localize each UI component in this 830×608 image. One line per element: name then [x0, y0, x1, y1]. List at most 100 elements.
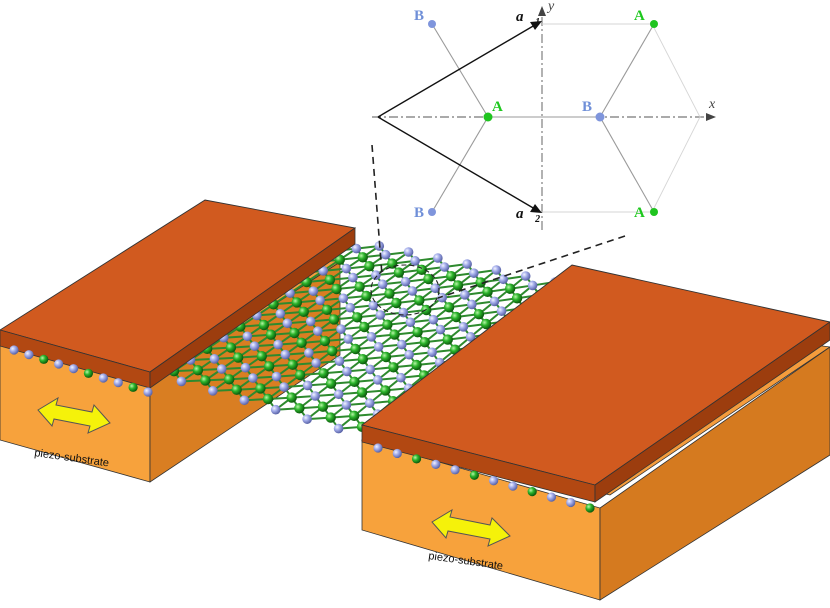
atom-b [439, 262, 450, 272]
atom-b [566, 497, 576, 508]
atom-b [315, 295, 325, 306]
label-b-center: B [582, 99, 592, 115]
atom-b [460, 290, 470, 300]
atom-b [398, 307, 409, 318]
atom-b [312, 326, 323, 336]
atom-b [396, 372, 406, 383]
atom-a [388, 362, 399, 373]
atom-a [357, 252, 368, 263]
atom-a [391, 297, 402, 309]
atom-a [393, 267, 405, 278]
atom-b [489, 476, 499, 486]
atom-b [333, 389, 344, 400]
atom-a [419, 336, 431, 348]
label-a-top-right: A [634, 8, 645, 24]
atom-b [392, 448, 402, 459]
left-electrode [0, 199, 357, 389]
label-a-bottom-right: A [634, 205, 645, 221]
atom-b [365, 364, 376, 375]
atom-b [373, 443, 383, 453]
atom-b [271, 371, 282, 382]
atom-b [270, 404, 281, 415]
atom-a [480, 318, 492, 330]
atom-b [176, 376, 187, 387]
atom-a [255, 383, 266, 394]
atom-a [352, 312, 363, 323]
atom-a-center [483, 112, 493, 122]
atom-a [356, 387, 368, 398]
atom-b [338, 293, 349, 304]
atom-a [412, 326, 423, 338]
atom-b [431, 459, 441, 469]
atom-b [469, 268, 479, 278]
atom-a [380, 351, 392, 363]
atom-b [209, 354, 220, 364]
atom-b [467, 299, 477, 310]
atom-b [336, 324, 346, 334]
vector-a2-label: a⃗2 [516, 206, 540, 225]
atom-b [491, 265, 502, 275]
atom-b [341, 400, 352, 410]
atom-b [345, 302, 356, 313]
atom-b [465, 332, 476, 342]
atom-a [359, 321, 370, 333]
atom-b [428, 314, 439, 325]
atom-a [354, 281, 365, 292]
atom-a [443, 302, 455, 313]
atom-b [462, 259, 472, 269]
atom-a [294, 403, 305, 414]
atom-b [458, 322, 469, 332]
vector-a2-arrow [377, 116, 541, 213]
atom-a [411, 454, 422, 464]
atom-b [308, 286, 319, 296]
atom-a [294, 369, 306, 381]
atom-b [239, 395, 250, 406]
zoom-ellipse [370, 264, 440, 316]
atom-b [249, 341, 260, 351]
label-b-bottom-left: B [414, 205, 424, 221]
atom-a [225, 342, 237, 353]
right-electrode [360, 264, 830, 503]
atom-a [265, 329, 277, 340]
atom-b [546, 492, 557, 502]
atom-a [326, 345, 338, 357]
atom-a [200, 375, 211, 386]
atom-a [442, 334, 453, 345]
atom-a [318, 368, 329, 379]
atom-b [366, 332, 377, 342]
atom-b [333, 423, 344, 434]
atom-b-center [595, 112, 605, 122]
atom-a [350, 343, 361, 355]
x-axis-label: x [708, 97, 716, 112]
atom-b [433, 253, 443, 263]
atom-a [380, 385, 391, 396]
atom-a [192, 364, 204, 376]
atom-b [373, 342, 384, 352]
atom-b [216, 364, 227, 374]
label-b-top-left: B [414, 8, 424, 24]
atom-a [382, 319, 393, 330]
right-electrode-side-face [594, 321, 830, 503]
y-axis-arrowhead [538, 6, 546, 16]
atom-b [311, 358, 321, 368]
atom-a [256, 350, 267, 362]
atom-a [469, 470, 479, 480]
atom-b [9, 345, 19, 355]
atom-b [273, 339, 283, 350]
atom-b [430, 283, 441, 294]
label-a-center: A [492, 99, 503, 115]
atom-b [113, 378, 123, 388]
atom-b [305, 316, 316, 327]
atom-b [520, 271, 531, 281]
atom-b [208, 386, 218, 396]
atom-b [348, 272, 358, 283]
atom-b [410, 256, 420, 266]
atom-b [304, 348, 314, 358]
atom-b [380, 249, 391, 260]
atom-b [240, 362, 251, 373]
atom-a [231, 384, 242, 395]
atom-a [349, 376, 360, 388]
atom-a [473, 308, 485, 320]
lattice-vectors [377, 21, 542, 213]
